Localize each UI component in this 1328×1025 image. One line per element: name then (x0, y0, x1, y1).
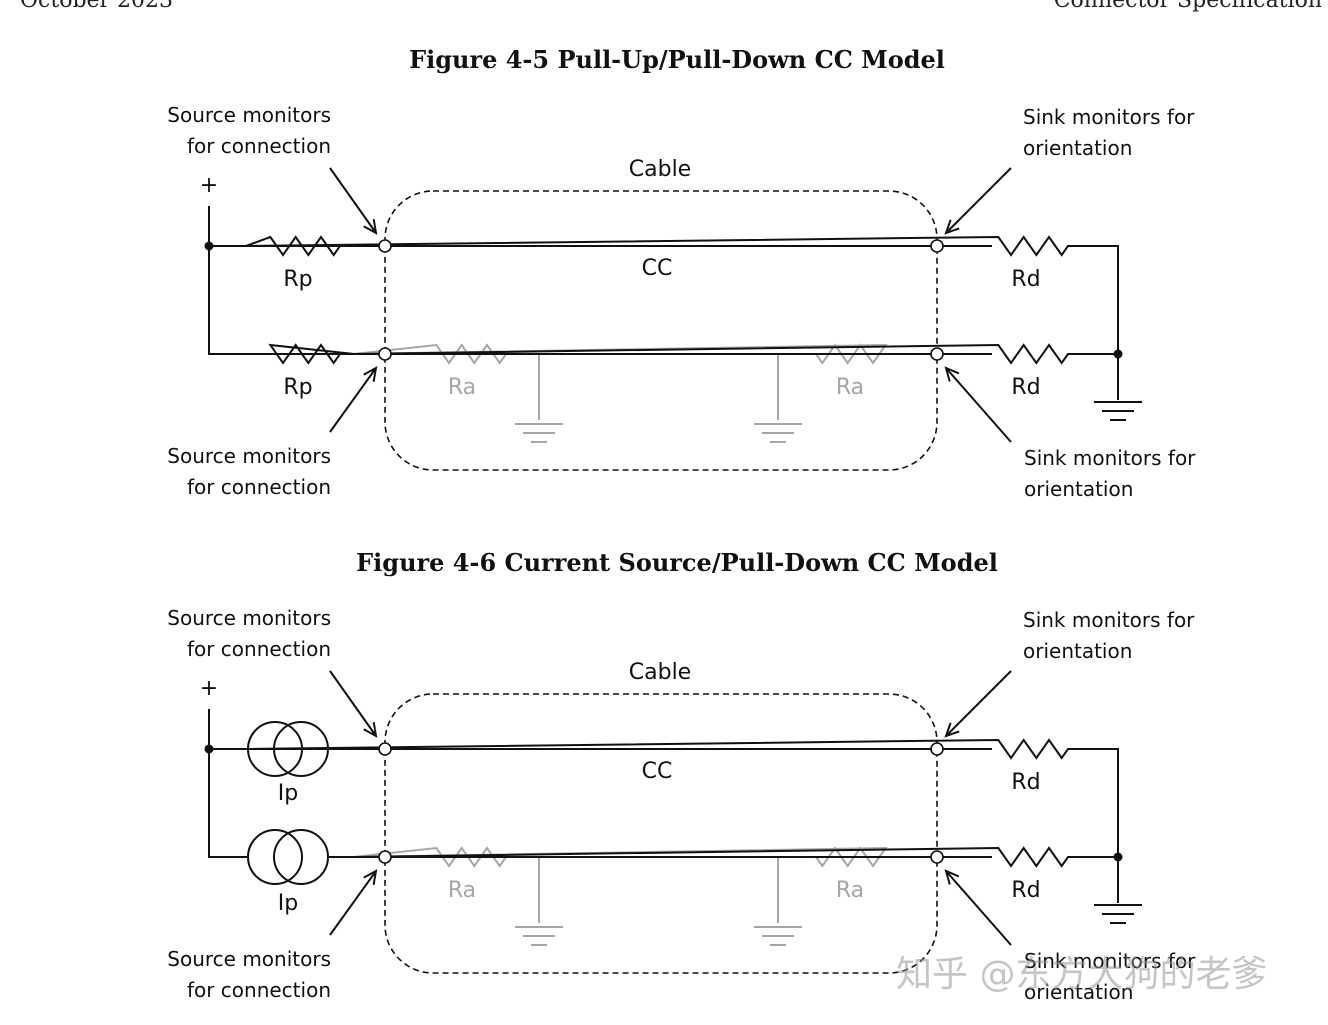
ra-right-ground (754, 423, 802, 443)
source-cc2-terminal (378, 850, 392, 864)
header-date: October 2023 (20, 0, 174, 13)
supply-junction (204, 241, 214, 251)
source-monitor-label-bottom: Source monitors (167, 444, 331, 468)
sink-top-arrow-head (944, 722, 960, 738)
sink-monitor-label-bottom: orientation (1024, 980, 1133, 1004)
sink-monitor-label-top: Sink monitors for (1023, 105, 1195, 129)
supply-rail (208, 709, 248, 858)
sink-monitor-label-top: Sink monitors for (1023, 608, 1195, 632)
source-monitor-label-bottom: for connection (187, 978, 331, 1002)
ra-left-label: Ra (448, 375, 476, 400)
sink-bottom-arrow (945, 870, 1012, 946)
sink-cc2-terminal (930, 850, 944, 864)
sink-junction (1113, 852, 1123, 862)
sink-bottom-arrow-head (944, 366, 960, 382)
sink-top-arrow (945, 670, 1012, 737)
source-monitor-label-bottom: Source monitors (167, 947, 331, 971)
rp-bottom-label: Rp (283, 375, 312, 400)
ip-top-label: Ip (278, 781, 298, 806)
rd-bottom-resistor (353, 343, 1118, 365)
rd-top-label: Rd (1011, 770, 1040, 795)
sink-monitor-label-bottom: Sink monitors for (1024, 949, 1196, 973)
source-cc2-terminal (378, 347, 392, 361)
ra-right-label: Ra (836, 375, 864, 400)
cc-label: CC (642, 256, 673, 281)
watermark: 知乎 @东方大狗的老爹 (896, 954, 1268, 995)
sink-bottom-arrow (945, 367, 1012, 443)
sink-cc2-terminal (930, 347, 944, 361)
plus-sign: + (200, 173, 218, 198)
ra-left-ground (515, 926, 563, 946)
source-top-arrow (329, 167, 377, 234)
sink-top-arrow (945, 167, 1012, 234)
sink-ground (1094, 401, 1142, 421)
supply-rail (208, 206, 248, 355)
cable-outline (384, 693, 938, 974)
sink-bottom-arrow-head (944, 869, 960, 885)
sink-cc1-terminal (930, 239, 944, 253)
rd-bottom-label: Rd (1011, 878, 1040, 903)
source-bottom-arrow-head (363, 366, 378, 382)
source-monitor-label-top: Source monitors (167, 103, 331, 127)
rd-bottom-label: Rd (1011, 375, 1040, 400)
ra-right-ground (754, 926, 802, 946)
figure-4-6-title: Figure 4-6 Current Source/Pull-Down CC M… (356, 548, 998, 577)
source-bottom-arrow-head (363, 869, 378, 885)
source-top-arrow-head (363, 722, 378, 738)
figure-4-5-title: Figure 4-5 Pull-Up/Pull-Down CC Model (409, 45, 945, 74)
source-bottom-arrow (329, 870, 377, 936)
sink-top-arrow-head (944, 219, 960, 235)
sink-monitor-label-bottom: orientation (1024, 477, 1133, 501)
cc-label: CC (642, 759, 673, 784)
cable-outline (384, 190, 938, 471)
ip-bottom-current-source-ring-left (247, 829, 303, 885)
source-monitor-label-top: Source monitors (167, 606, 331, 630)
ra-left-ground (515, 423, 563, 443)
plus-sign: + (200, 676, 218, 701)
source-top-arrow-head (363, 219, 378, 235)
source-monitor-label-top: for connection (187, 134, 331, 158)
sink-ground (1094, 904, 1142, 924)
rd-bottom-resistor (353, 846, 1118, 868)
ip-bottom-label: Ip (278, 891, 298, 916)
cable-label: Cable (629, 660, 691, 685)
cable-label: Cable (629, 157, 691, 182)
rp-bottom-resistor (248, 343, 379, 365)
ra-left-label: Ra (448, 878, 476, 903)
source-bottom-arrow (329, 367, 377, 433)
source-monitor-label-top: for connection (187, 637, 331, 661)
sink-cc1-terminal (930, 742, 944, 756)
source-top-arrow (329, 670, 377, 737)
ra-right-label: Ra (836, 878, 864, 903)
source-cc1-terminal (378, 239, 392, 253)
sink-monitor-label-top: orientation (1023, 136, 1132, 160)
supply-junction (204, 744, 214, 754)
source-monitor-label-bottom: for connection (187, 475, 331, 499)
rd-top-resistor (245, 235, 1119, 400)
sink-junction (1113, 349, 1123, 359)
source-cc1-terminal (378, 742, 392, 756)
rd-top-label: Rd (1011, 267, 1040, 292)
rp-top-label: Rp (283, 267, 312, 292)
sink-monitor-label-bottom: Sink monitors for (1024, 446, 1196, 470)
sink-monitor-label-top: orientation (1023, 639, 1132, 663)
rd-top-resistor (245, 738, 1119, 903)
header-doc-title: Connector Specification (1053, 0, 1322, 13)
